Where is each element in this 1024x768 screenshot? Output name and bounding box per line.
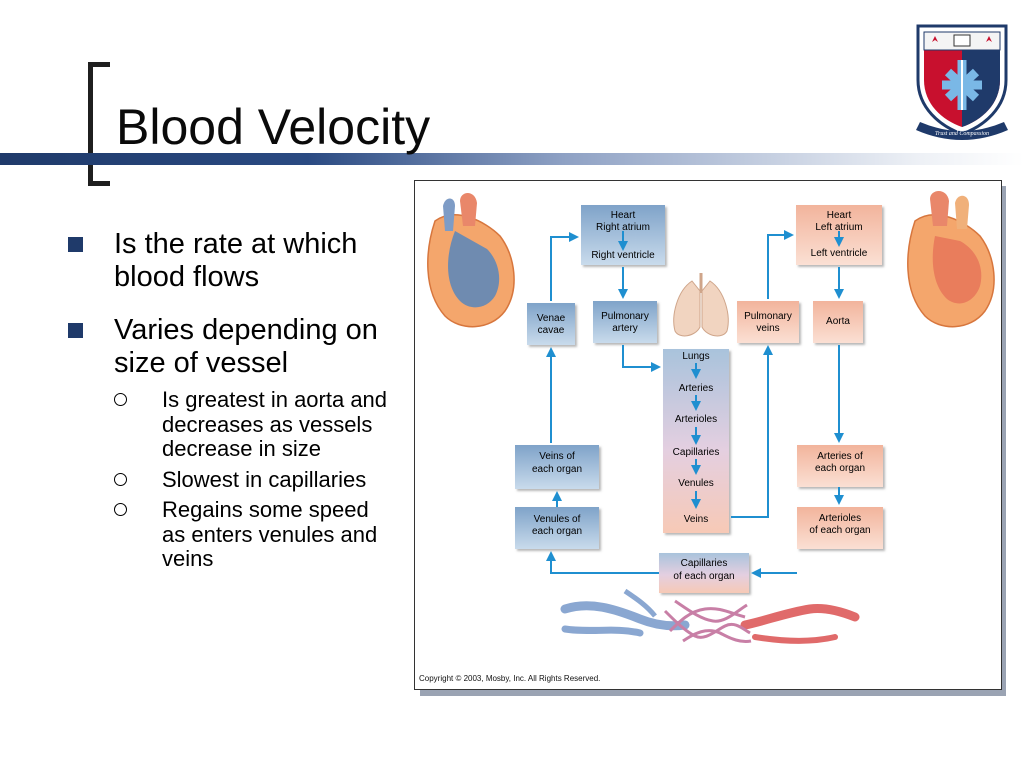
box-arteries-each-organ: Arteries of each organ [797,445,883,487]
svg-text:Heart: Heart [827,210,852,221]
svg-text:Left ventricle: Left ventricle [811,248,868,259]
copyright-text: Copyright © 2003, Mosby, Inc. All Rights… [419,674,600,683]
svg-text:Capillaries: Capillaries [681,558,728,569]
crest-motto: Trust and Compassion [935,131,989,137]
svg-text:Venae: Venae [537,313,566,324]
box-pulmonary-artery: Pulmonary artery [593,301,657,343]
square-bullet-icon [68,323,83,338]
svg-text:Capillaries: Capillaries [673,447,720,458]
bullet-list: Is the rate at which blood flows Varies … [68,228,398,592]
svg-text:of each organ: of each organ [673,571,734,582]
box-capillaries-each-organ: Capillaries of each organ [659,553,749,593]
heart-illustration-left [427,193,515,328]
box-veins-each-organ: Veins of each organ [515,445,599,489]
sub-bullet-item: Is greatest in aorta and decreases as ve… [114,387,398,462]
svg-text:Arterioles: Arterioles [675,414,717,425]
svg-text:Left atrium: Left atrium [815,222,862,233]
sub-bullet-text: Is greatest in aorta and decreases as ve… [162,387,388,461]
svg-text:Lungs: Lungs [682,351,709,362]
square-bullet-icon [68,237,83,252]
svg-text:Arteries: Arteries [679,383,713,394]
svg-text:Veins of: Veins of [539,451,575,462]
circle-bullet-icon [114,472,127,486]
flow-arrows [546,230,844,578]
svg-text:each organ: each organ [532,464,582,475]
sub-bullet-item: Slowest in capillaries [114,466,398,493]
svg-text:each organ: each organ [532,526,582,537]
svg-text:Arterioles: Arterioles [819,513,861,524]
box-venae-cavae: Venae cavae [527,303,575,345]
circle-bullet-icon [114,393,127,406]
svg-text:Right ventricle: Right ventricle [591,250,655,261]
title-bracket [88,62,110,186]
svg-text:Pulmonary: Pulmonary [601,311,649,322]
crest-logo: Trust and Compassion [916,24,1008,140]
sub-bullet-text: Slowest in capillaries [162,466,367,492]
box-pulmonary-veins: Pulmonary veins [737,301,799,343]
slide-title: Blood Velocity [116,99,431,155]
svg-text:Aorta: Aorta [826,316,850,327]
circle-bullet-icon [114,503,127,516]
svg-text:Venules: Venules [678,478,714,489]
svg-text:Veins: Veins [684,514,708,525]
svg-text:Right atrium: Right atrium [596,222,650,233]
svg-text:Venules of: Venules of [534,514,581,525]
capillary-bed-illustration [560,588,860,644]
box-aorta: Aorta [813,301,863,343]
svg-text:veins: veins [756,323,779,334]
svg-text:Arteries of: Arteries of [817,451,863,462]
bullet-item: Varies depending on size of vessel Is gr… [68,314,398,572]
svg-text:of each organ: of each organ [809,525,870,536]
sub-bullet-item: Regains some speed as enters venules and… [114,497,398,572]
box-arterioles-each-organ: Arterioles of each organ [797,507,883,549]
svg-text:Heart: Heart [611,210,636,221]
lungs-illustration [673,273,729,337]
bullet-text: Varies depending on size of vessel [114,314,378,379]
title-underline-bar [0,153,1024,165]
sub-bullet-text: Regains some speed as enters venules and… [162,497,378,571]
bullet-item: Is the rate at which blood flows [68,228,398,294]
svg-text:each organ: each organ [815,463,865,474]
heart-illustration-right [907,191,995,328]
svg-text:cavae: cavae [538,325,565,336]
circulation-diagram: Heart Right atrium Right ventricle Heart… [414,180,1002,690]
bullet-text: Is the rate at which blood flows [114,228,358,293]
svg-text:artery: artery [612,323,638,334]
sub-bullet-list: Is greatest in aorta and decreases as ve… [114,387,398,572]
svg-text:Pulmonary: Pulmonary [744,311,792,322]
box-venules-each-organ: Venules of each organ [515,507,599,549]
